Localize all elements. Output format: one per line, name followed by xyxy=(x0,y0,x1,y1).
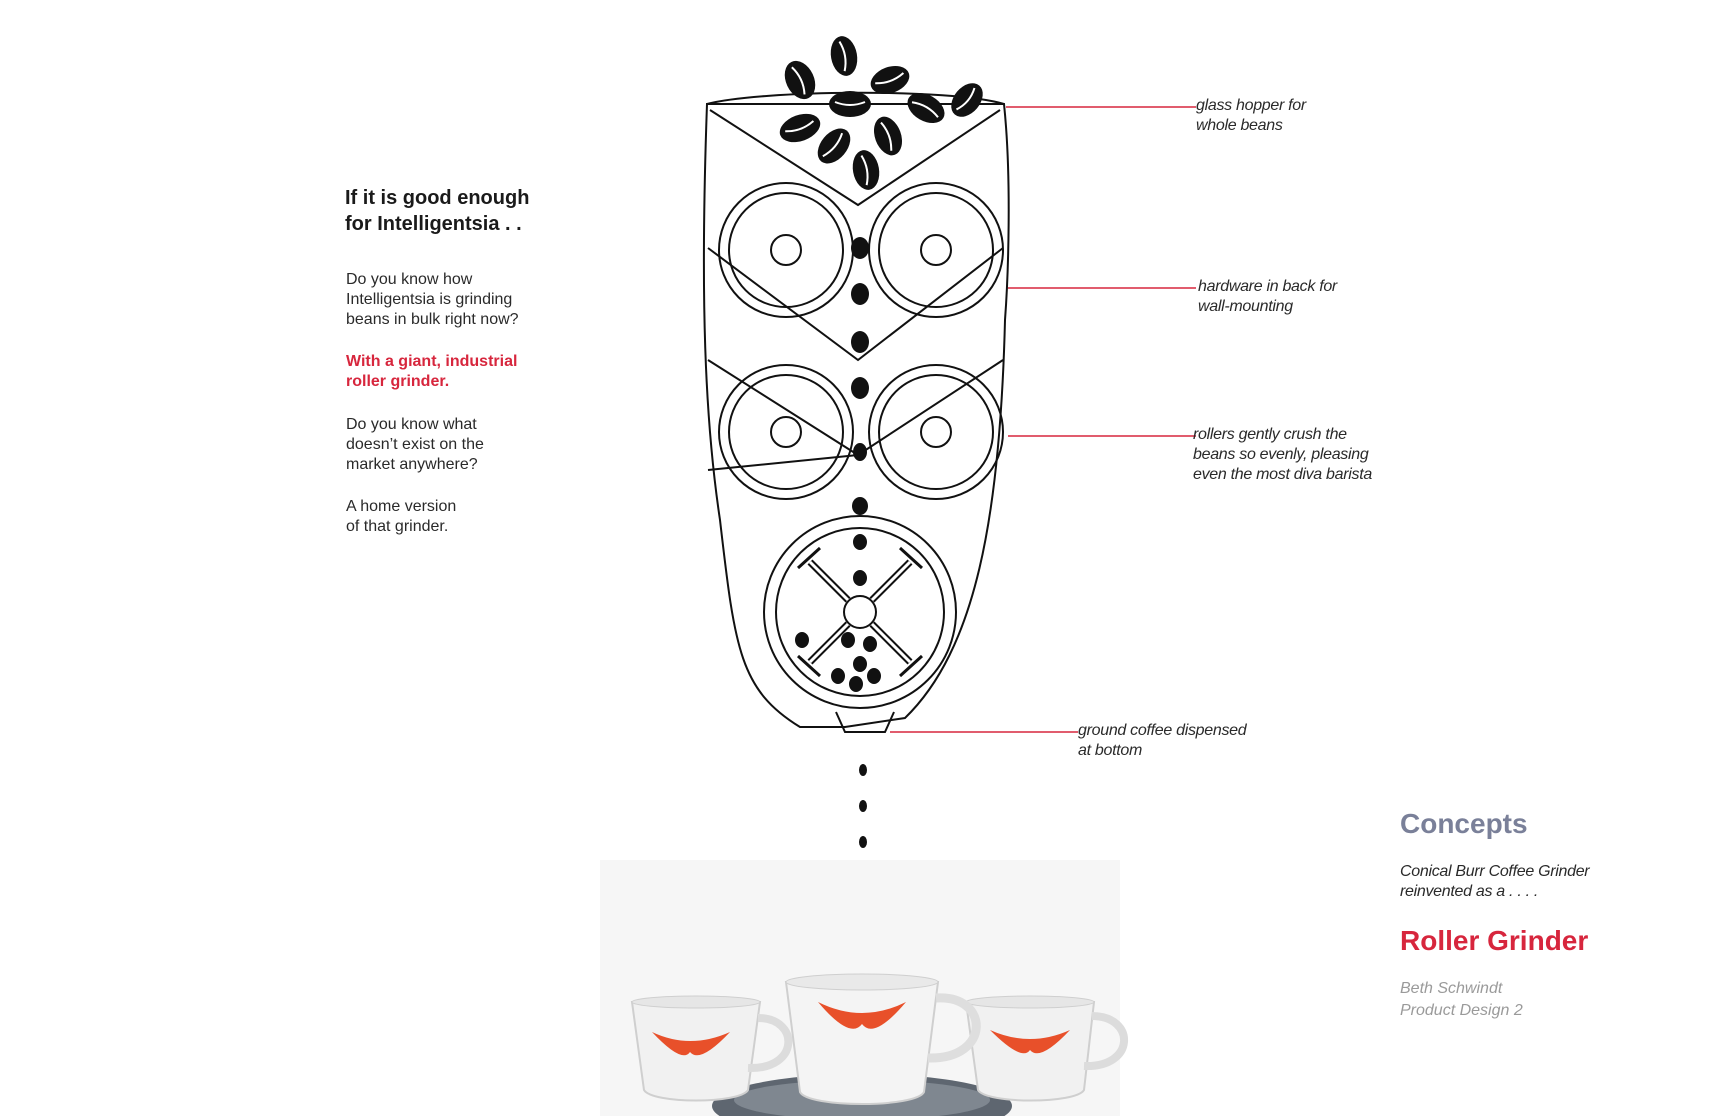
text-line: of that grinder. xyxy=(346,518,449,535)
text-line: Do you know what xyxy=(346,416,477,433)
callout-line: beans so evenly, pleasing xyxy=(1193,446,1369,463)
roller-hub xyxy=(920,234,952,266)
roller-outer xyxy=(718,182,854,318)
roller-guide xyxy=(707,454,859,471)
text-line: Conical Burr Coffee Grinder xyxy=(1400,863,1590,880)
headline-line: If it is good enough xyxy=(345,187,530,209)
credit: Beth Schwindt Product Design 2 xyxy=(1400,978,1523,1022)
intro-paragraph-2: With a giant, industrial roller grinder. xyxy=(346,352,576,392)
coffee-beans xyxy=(779,36,983,190)
callout-hardware: hardware in back for wall-mounting xyxy=(1198,277,1337,317)
roller-outer xyxy=(718,364,854,500)
roller-guide xyxy=(707,247,1004,362)
author-name: Beth Schwindt xyxy=(1400,980,1503,997)
intro-paragraph-4: A home version of that grinder. xyxy=(346,497,576,537)
callout-dispense: ground coffee dispensed at bottom xyxy=(1078,721,1247,761)
cup-logo xyxy=(990,1030,1070,1054)
callout-rollers: rollers gently crush the beans so evenly… xyxy=(1193,425,1372,485)
text-line: With a giant, industrial xyxy=(346,353,518,370)
text-line: Do you know how xyxy=(346,271,473,288)
hopper-divider xyxy=(709,109,1001,207)
burr-arm-cap xyxy=(796,546,924,678)
roller-hub xyxy=(770,234,802,266)
grinder-body xyxy=(702,103,1010,729)
roller-hub xyxy=(920,416,952,448)
product-name: Roller Grinder xyxy=(1400,925,1589,956)
roller-outer xyxy=(868,182,1004,318)
cup-logo xyxy=(818,1002,906,1029)
text-line: roller grinder. xyxy=(346,373,450,390)
headline: If it is good enough for Intelligentsia … xyxy=(345,185,565,237)
intro-paragraph-1: Do you know how Intelligentsia is grindi… xyxy=(346,270,576,330)
headline-line: for Intelligentsia . . xyxy=(345,213,522,235)
burr-outer xyxy=(763,515,957,709)
callout-line: rollers gently crush the xyxy=(1193,426,1347,443)
callout-line: hardware in back for xyxy=(1198,278,1337,295)
roller-inner xyxy=(728,192,844,308)
falling-beans xyxy=(851,237,869,586)
text-line: Intelligentsia is grinding xyxy=(346,291,513,308)
callout-line: glass hopper for xyxy=(1196,97,1306,114)
roller-hub xyxy=(770,416,802,448)
roller-inner xyxy=(878,192,994,308)
callout-line: whole beans xyxy=(1196,117,1283,134)
course-name: Product Design 2 xyxy=(1400,1002,1523,1019)
roller-outer xyxy=(868,364,1004,500)
burr-arm-core xyxy=(808,560,912,664)
ground-coffee xyxy=(795,632,881,692)
concepts-title: Concepts xyxy=(1400,808,1528,839)
cup-right xyxy=(964,1001,1096,1102)
burr-inner xyxy=(775,527,945,697)
text-line: reinvented as a . . . . xyxy=(1400,883,1539,900)
concepts-description: Conical Burr Coffee Grinder reinvented a… xyxy=(1400,862,1590,902)
callout-leaders xyxy=(890,106,1196,733)
burr-hub xyxy=(843,595,877,629)
text-line: A home version xyxy=(346,498,457,515)
roller-inner xyxy=(728,374,844,490)
callout-line: at bottom xyxy=(1078,742,1143,759)
spout xyxy=(835,711,895,733)
text-line: market anywhere? xyxy=(346,456,478,473)
text-line: doesn’t exist on the xyxy=(346,436,484,453)
callout-line: even the most diva barista xyxy=(1193,466,1372,483)
cup-center xyxy=(784,981,940,1105)
espresso-cups-photo xyxy=(600,860,1129,1116)
dispensed-coffee xyxy=(859,764,867,848)
callout-line: ground coffee dispensed xyxy=(1078,722,1247,739)
intro-paragraph-3: Do you know what doesn’t exist on the ma… xyxy=(346,415,576,475)
callout-hopper: glass hopper for whole beans xyxy=(1196,96,1306,136)
text-line: beans in bulk right now? xyxy=(346,311,519,328)
cup-logo xyxy=(652,1032,730,1056)
callout-line: wall-mounting xyxy=(1198,298,1293,315)
roller-inner xyxy=(878,374,994,490)
